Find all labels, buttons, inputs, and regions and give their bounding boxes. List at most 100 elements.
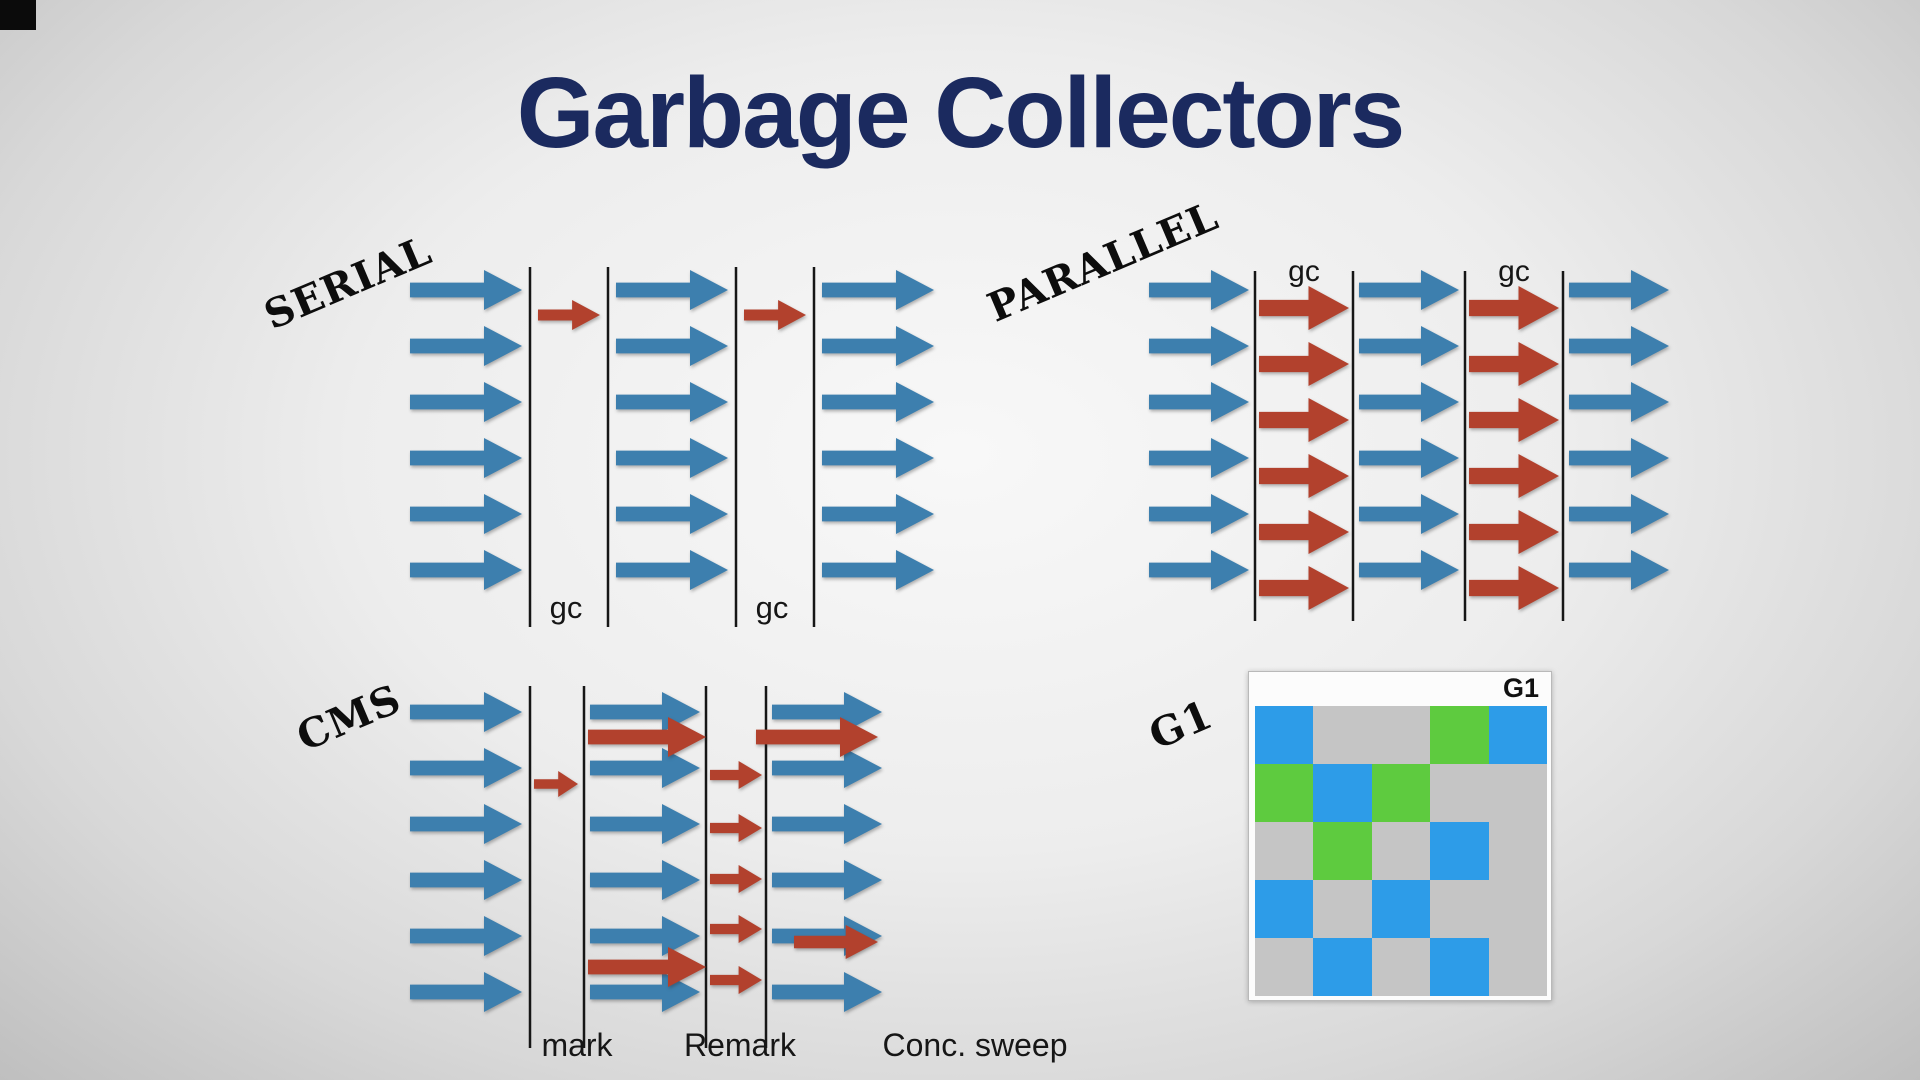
g1-region-blue (1488, 706, 1547, 764)
g1-region-blue (1255, 706, 1314, 764)
g1-region-gray (1488, 764, 1547, 822)
gc-thread-arrow (1469, 566, 1559, 610)
gc-thread-arrow (1469, 398, 1559, 442)
g1-region-blue (1430, 822, 1489, 880)
phase-label: gc (550, 590, 583, 625)
app-thread-arrow (822, 270, 934, 310)
corner-mark (0, 0, 36, 30)
app-thread-arrow (1149, 550, 1249, 590)
app-thread-arrow (772, 972, 882, 1012)
gc-thread-arrow (744, 300, 806, 330)
phase-label: Conc. sweep (883, 1027, 1068, 1063)
app-thread-arrow (1569, 438, 1669, 478)
gc-thread-arrow (794, 925, 878, 959)
g1-region-gray (1488, 880, 1547, 938)
gc-thread-arrow (588, 947, 706, 987)
gc-thread-arrow (1259, 286, 1349, 330)
app-thread-arrow (772, 804, 882, 844)
gc-thread-arrow (710, 915, 762, 943)
app-thread-arrow (1569, 382, 1669, 422)
app-thread-arrow (410, 550, 522, 590)
app-thread-arrow (1359, 326, 1459, 366)
app-thread-arrow (1569, 494, 1669, 534)
g1-region-gray (1430, 764, 1489, 822)
app-thread-arrow (822, 550, 934, 590)
app-thread-arrow (822, 382, 934, 422)
app-thread-arrow (1359, 382, 1459, 422)
gc-thread-arrow (588, 717, 706, 757)
page-title: Garbage Collectors (516, 57, 1406, 169)
app-thread-arrow (410, 692, 522, 732)
phase-label: gc (1498, 255, 1530, 288)
gc-thread-arrow (1469, 342, 1559, 386)
app-thread-arrow (772, 748, 882, 788)
gc-thread-arrow (710, 814, 762, 842)
gc-thread-arrow (1259, 454, 1349, 498)
g1-region-blue (1313, 764, 1372, 822)
app-thread-arrow (1569, 550, 1669, 590)
app-thread-arrow (1569, 326, 1669, 366)
g1-region-gray (1371, 822, 1431, 880)
phase-label: Remark (684, 1027, 797, 1063)
app-thread-arrow (410, 748, 522, 788)
g1-region-blue (1430, 938, 1489, 996)
cms-diagram: mark Remark Conc. sweep (410, 686, 1067, 1063)
g1-region-gray (1371, 938, 1431, 996)
app-thread-arrow (1569, 270, 1669, 310)
gc-thread-arrow (710, 761, 762, 789)
app-thread-arrow (1149, 326, 1249, 366)
g1-region-gray (1430, 880, 1489, 938)
app-thread-arrow (410, 270, 522, 310)
gc-thread-arrow (1259, 566, 1349, 610)
app-thread-arrow (410, 326, 522, 366)
app-thread-arrow (772, 860, 882, 900)
parallel-diagram: gc gc (1149, 255, 1669, 621)
app-thread-arrow (772, 692, 882, 732)
g1-region-gray (1488, 938, 1547, 996)
app-thread-arrow (822, 326, 934, 366)
app-thread-arrow (410, 382, 522, 422)
app-thread-arrow (1359, 270, 1459, 310)
g1-box-title: G1 (1502, 673, 1539, 703)
g1-region-gray (1488, 822, 1547, 880)
phase-label: mark (541, 1027, 613, 1063)
g1-region-green (1371, 764, 1431, 822)
app-thread-arrow (616, 550, 728, 590)
gc-thread-arrow (534, 771, 578, 797)
g1-region-blue (1371, 880, 1431, 938)
app-thread-arrow (1149, 382, 1249, 422)
app-thread-arrow (1359, 494, 1459, 534)
app-thread-arrow (822, 494, 934, 534)
app-thread-arrow (616, 382, 728, 422)
app-thread-arrow (1149, 438, 1249, 478)
g1-region-gray (1255, 822, 1314, 880)
app-thread-arrow (616, 326, 728, 366)
gc-thread-arrow (710, 966, 762, 994)
gc-thread-arrow (1469, 454, 1559, 498)
g1-region-green (1430, 706, 1489, 764)
g1-region-grid (1255, 706, 1547, 996)
app-thread-arrow (410, 438, 522, 478)
gc-thread-arrow (1259, 510, 1349, 554)
g1-region-green (1255, 764, 1314, 822)
app-thread-arrow (590, 916, 700, 956)
app-thread-arrow (616, 438, 728, 478)
app-thread-arrow (410, 972, 522, 1012)
app-thread-arrow (616, 494, 728, 534)
app-thread-arrow (410, 860, 522, 900)
g1-region-gray (1371, 706, 1431, 764)
gc-thread-arrow (1259, 398, 1349, 442)
app-thread-arrow (1359, 550, 1459, 590)
app-thread-arrow (1359, 438, 1459, 478)
phase-label: gc (1288, 255, 1320, 288)
g1-region-map: G1 (1248, 671, 1552, 1001)
app-thread-arrow (1149, 494, 1249, 534)
app-thread-arrow (1149, 270, 1249, 310)
g1-region-green (1313, 822, 1372, 880)
gc-thread-arrow (756, 717, 878, 757)
g1-region-gray (1313, 706, 1372, 764)
g1-region-blue (1313, 938, 1372, 996)
app-thread-arrow (410, 916, 522, 956)
